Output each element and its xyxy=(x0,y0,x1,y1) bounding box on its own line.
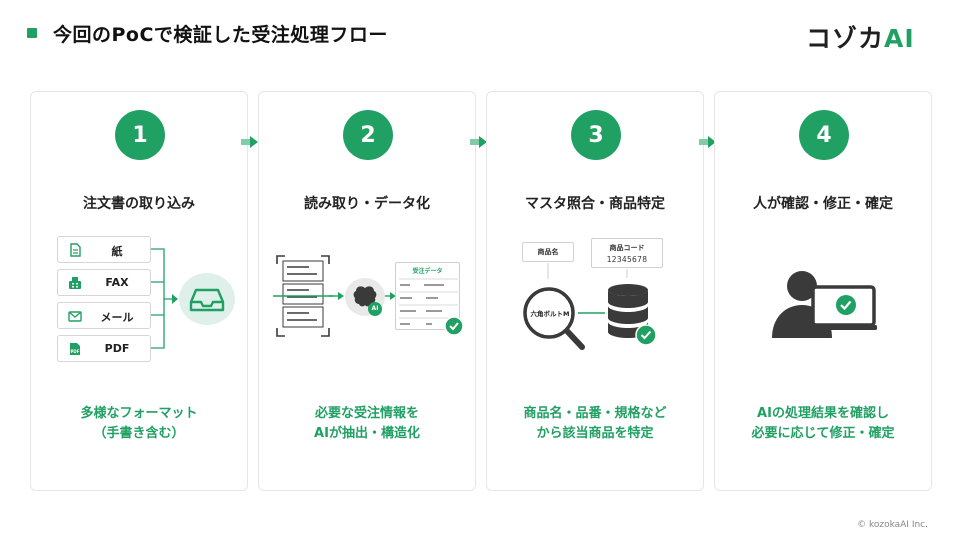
format-pdf: PDF PDF xyxy=(57,335,151,362)
step-card-4: 4 人が確認・修正・確定 AIの処理結果を確認し 必要に応じて修正・確定 xyxy=(714,91,932,491)
step-number-4: 4 xyxy=(799,110,849,160)
step-number-1: 1 xyxy=(115,110,165,160)
format-label: PDF xyxy=(104,342,130,355)
document-icon xyxy=(70,243,81,257)
flow-arrow-icon xyxy=(241,136,258,148)
flow-arrow-icon xyxy=(699,136,716,148)
check-icon xyxy=(635,324,657,346)
svg-text:PDF: PDF xyxy=(71,349,80,354)
format-label: 紙 xyxy=(111,245,123,258)
pdf-icon: PDF xyxy=(70,343,80,355)
mail-icon xyxy=(68,311,82,322)
person-at-computer-icon xyxy=(772,271,877,338)
page-title: 今回のPoCで検証した受注処理フロー xyxy=(53,24,388,46)
flow-arrow-icon xyxy=(385,292,396,300)
form-fields xyxy=(399,278,458,325)
product-code-tag: 商品コード 12345678 xyxy=(591,238,663,268)
inbox-icon xyxy=(179,273,235,325)
matching-illustration: 商品名 商品コード 12345678 六角ボルトM xyxy=(487,230,705,370)
extraction-illustration: AI 受注データ xyxy=(259,230,477,370)
step-number-3: 3 xyxy=(571,110,621,160)
intake-illustration: 紙 FAX メール PDF PDF xyxy=(31,230,249,370)
step-title-4: 人が確認・修正・確定 xyxy=(753,196,893,212)
format-label: メール xyxy=(100,311,134,324)
format-fax: FAX xyxy=(57,269,151,296)
step-card-2: 2 読み取り・データ化 AI xyxy=(258,91,476,491)
brand-logo: コゾカAI xyxy=(806,19,915,53)
intake-connector xyxy=(151,248,178,349)
search-query-text: 六角ボルトM xyxy=(530,310,570,318)
step-number-2: 2 xyxy=(343,110,393,160)
review-illustration xyxy=(715,230,933,370)
step-desc-4: AIの処理結果を確認し 必要に応じて修正・確定 xyxy=(751,406,895,441)
step-title-1: 注文書の取り込み xyxy=(83,196,195,212)
form-title: 受注データ xyxy=(412,268,443,275)
step-card-1: 1 注文書の取り込み 紙 FAX メール PDF PDF 多様なフォーマット （… xyxy=(30,91,248,491)
step-title-3: マスタ照合・商品特定 xyxy=(525,196,665,212)
magnifier-icon xyxy=(523,263,628,350)
title-marker xyxy=(27,28,37,38)
step-desc-3: 商品名・品番・規格など から該当商品を特定 xyxy=(523,406,667,441)
flow-arrow-icon xyxy=(470,136,487,148)
ai-badge: AI xyxy=(368,302,382,316)
scan-document-icon xyxy=(273,255,344,337)
logo-ai-text: AI xyxy=(884,24,915,53)
check-icon xyxy=(444,316,464,336)
step-title-2: 読み取り・データ化 xyxy=(304,196,430,212)
format-email: メール xyxy=(57,302,151,329)
step-desc-1: 多様なフォーマット （手書き含む） xyxy=(80,406,198,441)
step-card-3: 3 マスタ照合・商品特定 商品名 商品コード 12345678 六角ボルトM 商… xyxy=(486,91,704,491)
copyright-text: © kozokaAI Inc. xyxy=(857,520,928,530)
product-name-tag: 商品名 xyxy=(522,242,574,262)
logo-text: コゾカ xyxy=(806,24,885,53)
format-paper: 紙 xyxy=(57,236,151,263)
fax-icon xyxy=(69,277,81,289)
step-desc-2: 必要な受注情報を AIが抽出・構造化 xyxy=(314,406,420,441)
format-label: FAX xyxy=(105,276,129,289)
